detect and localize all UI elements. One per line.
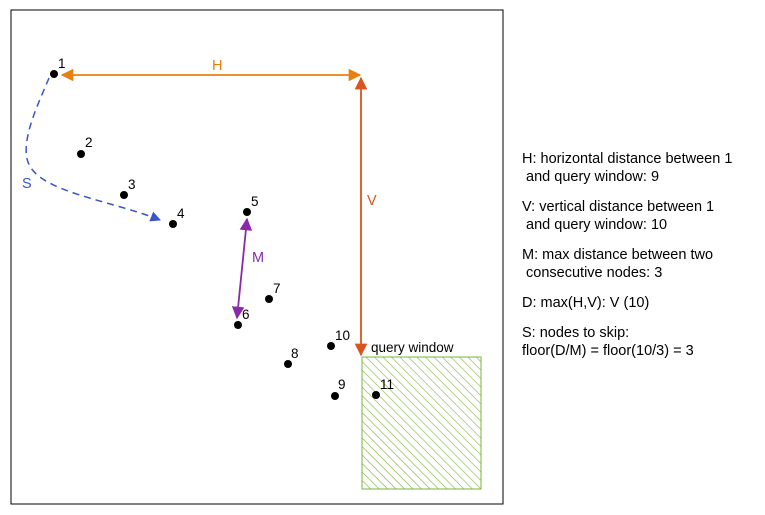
legend-line: S: nodes to skip: xyxy=(522,325,630,341)
query-window xyxy=(361,356,482,490)
legend-line: M: max distance between two xyxy=(522,247,714,263)
legend-item-s: S: nodes to skip: floor(D/M) = floor(10/… xyxy=(522,324,762,360)
node-label: 3 xyxy=(128,177,136,192)
legend-line: and query window: 9 xyxy=(522,169,660,185)
node-label: 6 xyxy=(242,307,250,322)
node-label: 1 xyxy=(58,56,66,71)
node-label: 9 xyxy=(338,377,346,392)
node-label: 8 xyxy=(291,346,299,361)
legend-item-v: V: vertical distance between 1 and query… xyxy=(522,198,762,234)
node-label: 7 xyxy=(273,281,281,296)
node-label: 4 xyxy=(177,206,185,221)
v-arrow-label: V xyxy=(367,193,377,209)
legend-item-h: H: horizontal distance between 1 and que… xyxy=(522,150,762,186)
node-dot xyxy=(234,321,242,329)
node-dot xyxy=(327,342,335,350)
node-4: 4 xyxy=(169,206,185,228)
node-dot xyxy=(284,360,292,368)
h-arrow-label: H xyxy=(212,58,222,74)
s-arrow xyxy=(25,77,161,222)
node-5: 5 xyxy=(243,194,259,216)
node-dot xyxy=(50,70,58,78)
node-dot xyxy=(243,208,251,216)
legend-item-d: D: max(H,V): V (10) xyxy=(522,294,762,312)
node-1: 1 xyxy=(50,56,66,78)
legend-line: V: vertical distance between 1 xyxy=(522,199,715,215)
node-7: 7 xyxy=(265,281,281,303)
legend-line: D: max(H,V): V (10) xyxy=(522,295,650,311)
node-dot xyxy=(169,220,177,228)
legend-line: H: horizontal distance between 1 xyxy=(522,151,733,167)
node-dot xyxy=(372,391,380,399)
legend: H: horizontal distance between 1 and que… xyxy=(522,150,762,372)
node-label: 11 xyxy=(380,377,394,392)
node-dot xyxy=(331,392,339,400)
node-3: 3 xyxy=(120,177,136,199)
node-6: 6 xyxy=(234,307,250,329)
node-8: 8 xyxy=(284,346,299,368)
legend-line: and query window: 10 xyxy=(522,217,668,233)
node-label: 5 xyxy=(251,194,259,209)
query-window-label: query window xyxy=(371,340,454,355)
legend-line: floor(D/M) = floor(10/3) = 3 xyxy=(522,343,694,359)
node-2: 2 xyxy=(77,135,93,158)
legend-line: consecutive nodes: 3 xyxy=(522,265,663,281)
m-arrow-label: M xyxy=(252,250,264,266)
node-label: 10 xyxy=(335,328,350,343)
node-label: 2 xyxy=(85,135,93,150)
node-dot xyxy=(265,295,273,303)
node-9: 9 xyxy=(331,377,346,400)
node-10: 10 xyxy=(327,328,350,350)
node-11: 11 xyxy=(372,377,394,399)
plot-frame xyxy=(10,9,504,505)
m-arrow xyxy=(231,217,253,320)
node-dot xyxy=(77,150,85,158)
legend-item-m: M: max distance between two consecutive … xyxy=(522,246,762,282)
s-arrow-label: S xyxy=(22,176,32,192)
node-dot xyxy=(120,191,128,199)
